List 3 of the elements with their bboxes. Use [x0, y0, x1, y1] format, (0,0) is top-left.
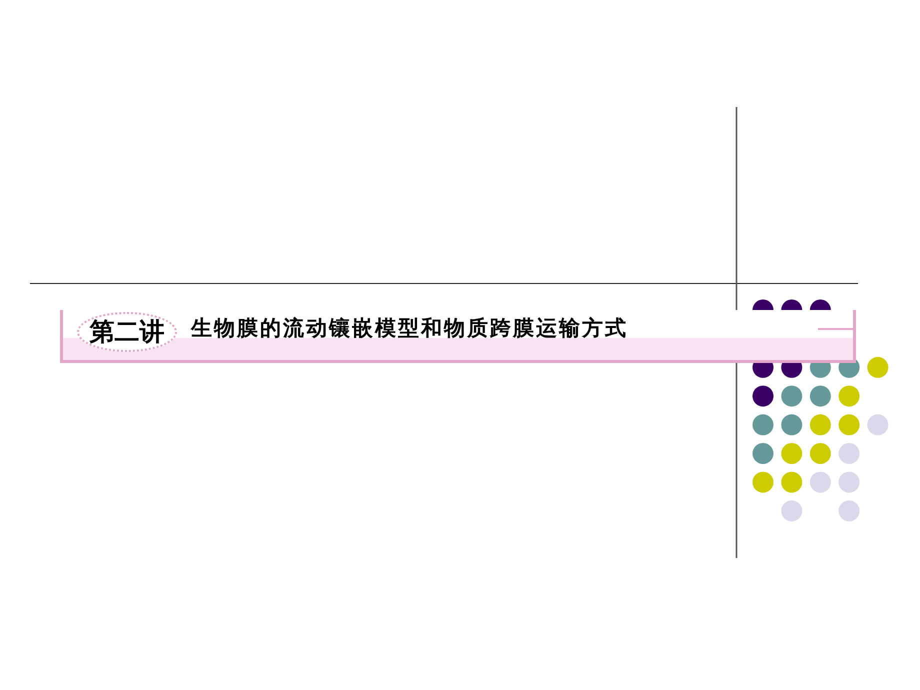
lesson-badge: 第二讲 — [77, 312, 177, 352]
title-text: 生物膜的流动镶嵌模型和物质跨膜运输方式 — [191, 315, 628, 342]
title-banner — [60, 310, 856, 363]
